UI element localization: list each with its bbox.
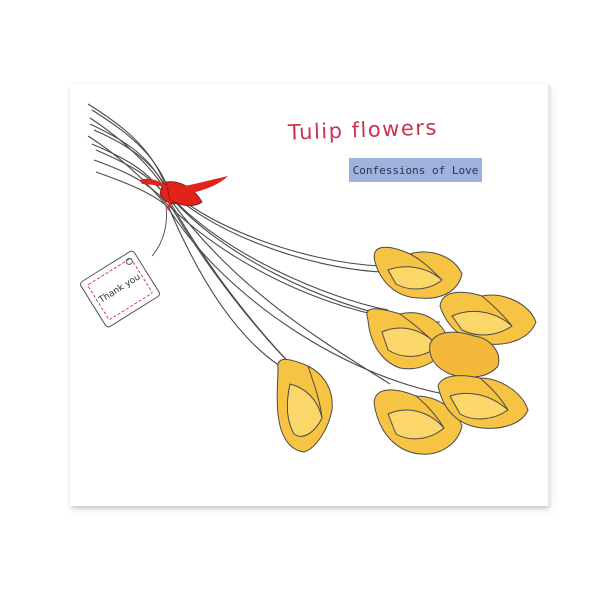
red-ribbon xyxy=(140,176,228,211)
tulip-stems xyxy=(87,103,445,395)
tulip-head xyxy=(276,359,333,453)
canvas-print: Thank you Tulip flowers Confessions of L… xyxy=(70,84,551,508)
tulip-head xyxy=(373,389,463,455)
tulip-head xyxy=(429,331,500,378)
tulip-head xyxy=(439,291,537,345)
tulip-head xyxy=(437,375,529,429)
tulip-head xyxy=(366,308,449,370)
tulip-head xyxy=(373,246,463,299)
subtitle-label: Confessions of Love xyxy=(349,158,482,182)
tulip-bouquet-illustration xyxy=(87,103,537,455)
tulip-heads xyxy=(276,246,537,455)
tag-string xyxy=(151,205,167,257)
subtitle-text: Confessions of Love xyxy=(352,163,479,177)
